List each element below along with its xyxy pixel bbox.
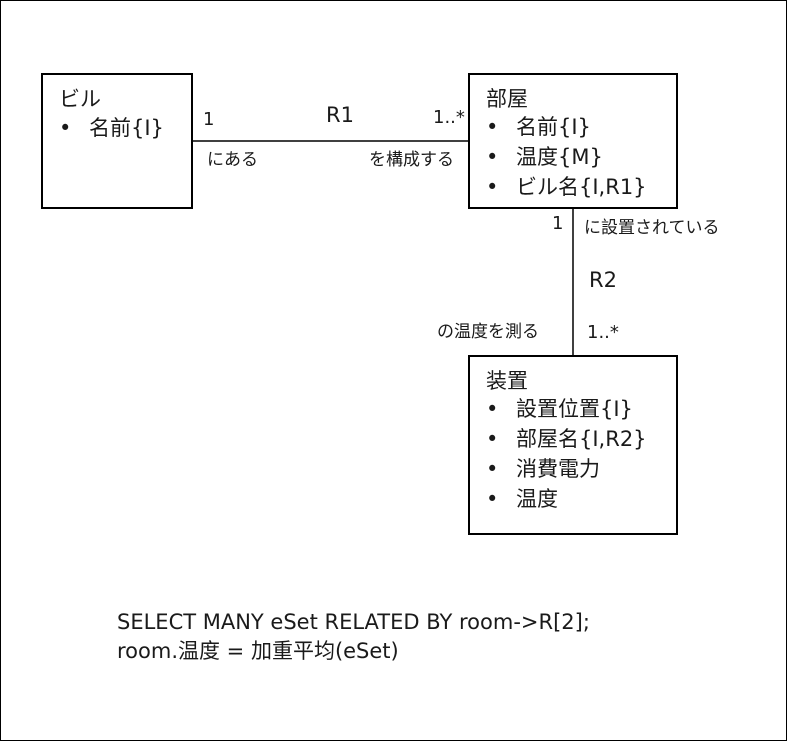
bullet: •: [486, 457, 499, 481]
r2-multiplicity-device: 1..*: [587, 322, 619, 343]
r2-phrase-device: の温度を測る: [437, 322, 539, 342]
class-room-title: 部屋: [486, 87, 528, 111]
class-room-attributes: •名前{I} •温度{M} •ビル名{I,R1}: [486, 112, 647, 202]
class-device: 装置 •設置位置{I} •部屋名{I,R2} •消費電力 •温度: [468, 355, 678, 535]
r1-multiplicity-room: 1..*: [433, 107, 465, 128]
bullet: •: [486, 115, 499, 139]
attribute: •部屋名{I,R2}: [486, 424, 647, 454]
attribute: •設置位置{I}: [486, 394, 647, 424]
class-building: ビル •名前{I}: [41, 73, 193, 209]
r2-multiplicity-room: 1: [552, 213, 564, 234]
attribute: •名前{I}: [59, 113, 164, 143]
code-line-1: SELECT MANY eSet RELATED BY room->R[2];: [117, 610, 590, 634]
bullet: •: [486, 427, 499, 451]
attribute: •温度: [486, 484, 647, 514]
bullet: •: [486, 487, 499, 511]
attribute: •名前{I}: [486, 112, 647, 142]
r1-name: R1: [326, 103, 354, 127]
bullet: •: [486, 397, 499, 421]
class-room: 部屋 •名前{I} •温度{M} •ビル名{I,R1}: [468, 73, 678, 209]
bullet: •: [486, 175, 499, 199]
r1-phrase-building: にある: [207, 150, 258, 170]
attribute: •ビル名{I,R1}: [486, 172, 647, 202]
code-line-2: room.温度 = 加重平均(eSet): [117, 639, 399, 663]
bullet: •: [486, 145, 499, 169]
r2-phrase-room: に設置されている: [584, 218, 720, 238]
class-device-attributes: •設置位置{I} •部屋名{I,R2} •消費電力 •温度: [486, 394, 647, 514]
class-building-attributes: •名前{I}: [59, 113, 164, 143]
r1-multiplicity-building: 1: [203, 109, 215, 130]
class-building-title: ビル: [59, 87, 101, 111]
r1-phrase-room: を構成する: [369, 150, 454, 170]
action-code: SELECT MANY eSet RELATED BY room->R[2]; …: [117, 608, 590, 666]
r2-name: R2: [589, 268, 617, 292]
attribute: •消費電力: [486, 454, 647, 484]
bullet: •: [59, 116, 72, 140]
class-device-title: 装置: [486, 369, 528, 393]
attribute: •温度{M}: [486, 142, 647, 172]
